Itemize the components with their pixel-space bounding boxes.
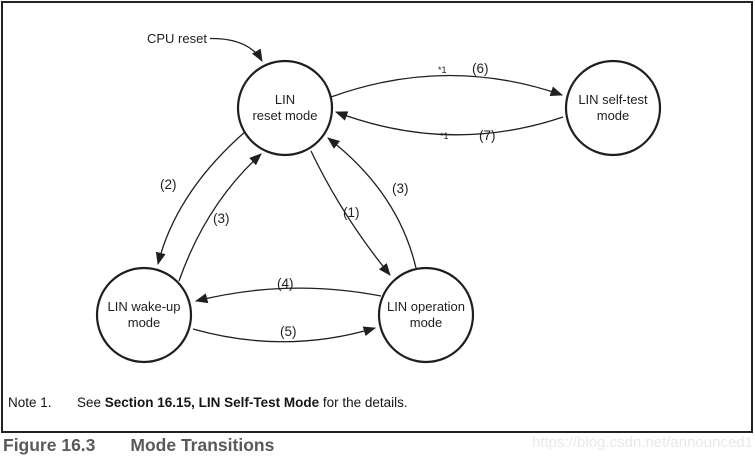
transition-label-3-operation: (3): [392, 181, 409, 196]
node-label-lin-reset-mode: LIN reset mode: [252, 92, 318, 123]
note-row: Note 1. See Section 16.15, LIN Self-Test …: [8, 395, 408, 410]
figure-caption: Figure 16.3 Mode Transitions: [3, 435, 274, 456]
transition-arrow-3-operation: [327, 137, 417, 269]
transition-label-1: (1): [343, 205, 360, 220]
transition-arrow-5: [192, 326, 377, 343]
watermark-url: https://blog.csdn.net/announced1: [531, 434, 753, 451]
cpu-reset-arrow: [209, 37, 263, 62]
transition-arrow-3-wakeup: [178, 153, 262, 282]
note-number: Note 1.: [8, 395, 52, 410]
figure-caption-title: Mode Transitions: [130, 435, 275, 455]
transition-label-7: (7): [479, 128, 496, 143]
node-circle-lin-reset-mode: [236, 59, 334, 157]
transition-label-6: (6): [472, 61, 489, 76]
note-text-suffix: for the details.: [319, 395, 408, 410]
transition-arrow-2: [155, 130, 247, 266]
figure-caption-number: Figure 16.3: [3, 435, 96, 455]
note-text-bold: Section 16.15, LIN Self-Test Mode: [104, 395, 320, 410]
node-label-lin-self-test-mode: LIN self-test mode: [578, 92, 648, 123]
transition-label-5: (5): [280, 324, 297, 339]
transition-arrow-4: [194, 287, 382, 304]
transition-arrow-7: [334, 111, 564, 136]
transition-noteref-6: *1: [438, 65, 447, 75]
transition-label-3-wakeup: (3): [213, 211, 230, 226]
transition-noteref-7: *1: [440, 131, 449, 141]
cpu-reset-label: CPU reset: [147, 31, 207, 46]
transition-label-2: (2): [160, 177, 177, 192]
transition-arrow-6: [330, 74, 564, 98]
node-circle-lin-operation-mode: [377, 266, 475, 364]
transition-arrow-1: [310, 150, 391, 276]
node-circle-lin-wake-up-mode: [95, 266, 193, 364]
node-label-lin-operation-mode: LIN operation mode: [386, 299, 466, 330]
transition-label-4: (4): [277, 276, 294, 291]
note-text-prefix: See: [77, 395, 105, 410]
node-circle-lin-self-test-mode: [564, 59, 662, 157]
node-label-lin-wake-up-mode: LIN wake-up mode: [107, 299, 181, 330]
